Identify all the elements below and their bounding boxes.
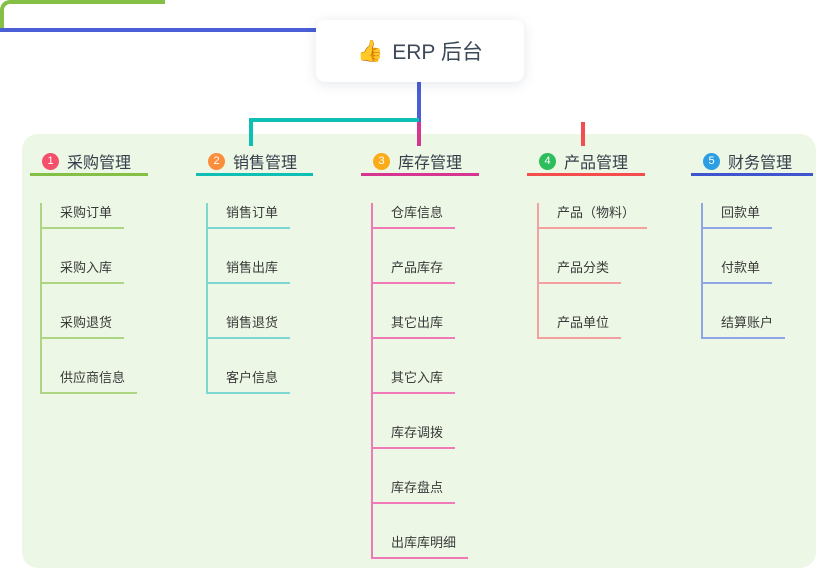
root-connector-line [417, 82, 421, 122]
branch-children: 产品（物料） 产品分类产品单位 [537, 203, 648, 339]
branch-children: 仓库信息产品库存其它出库其它入库库存调拨库存盘点出库库明细 [371, 203, 479, 559]
branch-number-badge: 4 [539, 152, 556, 170]
child-topic[interactable]: 回款单 [703, 203, 773, 229]
child-topic[interactable]: 采购订单 [42, 203, 125, 229]
branch-number-badge: 3 [373, 152, 390, 170]
branch-number-badge: 1 [42, 152, 59, 170]
branch-inventory: 3 库存管理 仓库信息产品库存其它出库其它入库库存调拨库存盘点出库库明细 [361, 149, 479, 559]
branch-title: 财务管理 [728, 155, 793, 172]
root-node-label: ERP 后台 [392, 41, 483, 64]
branch-title: 销售管理 [233, 155, 298, 172]
child-topic[interactable]: 销售出库 [208, 258, 291, 284]
bus-segment-sales [251, 118, 419, 122]
child-topic[interactable]: 产品库存 [373, 258, 456, 284]
root-node[interactable]: 👍 ERP 后台 [316, 20, 524, 82]
child-topic[interactable]: 产品（物料） [539, 203, 648, 229]
branch-number-badge: 2 [208, 152, 225, 170]
branch-topic-finance[interactable]: 5 财务管理 [691, 149, 813, 176]
branch-title: 采购管理 [67, 155, 132, 172]
branches-panel [22, 134, 816, 568]
branch-finance: 5 财务管理 回款单付款单结算账户 [691, 149, 813, 339]
child-topic[interactable]: 销售订单 [208, 203, 291, 229]
drop-line-inventory [417, 122, 421, 146]
drop-line-product [581, 122, 585, 146]
child-topic[interactable]: 产品单位 [539, 313, 622, 339]
drop-line-sales [249, 118, 253, 146]
child-topic[interactable]: 结算账户 [703, 313, 786, 339]
thumbs-up-icon: 👍 [357, 39, 384, 63]
child-topic[interactable]: 库存调拨 [373, 423, 456, 449]
branch-topic-inventory[interactable]: 3 库存管理 [361, 149, 479, 176]
branch-children: 销售订单销售出库销售退货客户信息 [206, 203, 313, 394]
branch-title: 库存管理 [398, 155, 463, 172]
child-topic[interactable]: 库存盘点 [373, 478, 456, 504]
branch-procurement: 1 采购管理 采购订单采购入库采购退货供应商信息 [30, 149, 148, 394]
branch-title: 产品管理 [564, 155, 629, 172]
bus-segment-procurement [0, 0, 165, 28]
child-topic[interactable]: 其它入库 [373, 368, 456, 394]
branch-sales: 2 销售管理 销售订单销售出库销售退货客户信息 [196, 149, 313, 394]
branch-product: 4 产品管理 产品（物料） 产品分类产品单位 [527, 149, 648, 339]
branch-number-badge: 5 [703, 152, 720, 170]
branch-topic-sales[interactable]: 2 销售管理 [196, 149, 313, 176]
branch-children: 回款单付款单结算账户 [701, 203, 813, 339]
child-topic[interactable]: 出库库明细 [373, 533, 469, 559]
child-topic[interactable]: 仓库信息 [373, 203, 456, 229]
bus-segment-finance [0, 28, 333, 56]
child-topic[interactable]: 其它出库 [373, 313, 456, 339]
branch-topic-procurement[interactable]: 1 采购管理 [30, 149, 148, 176]
branch-topic-product[interactable]: 4 产品管理 [527, 149, 645, 176]
child-topic[interactable]: 付款单 [703, 258, 773, 284]
child-topic[interactable]: 销售退货 [208, 313, 291, 339]
child-topic[interactable]: 产品分类 [539, 258, 622, 284]
branch-children: 采购订单采购入库采购退货供应商信息 [40, 203, 148, 394]
child-topic[interactable]: 供应商信息 [42, 368, 138, 394]
child-topic[interactable]: 客户信息 [208, 368, 291, 394]
child-topic[interactable]: 采购退货 [42, 313, 125, 339]
child-topic[interactable]: 采购入库 [42, 258, 125, 284]
